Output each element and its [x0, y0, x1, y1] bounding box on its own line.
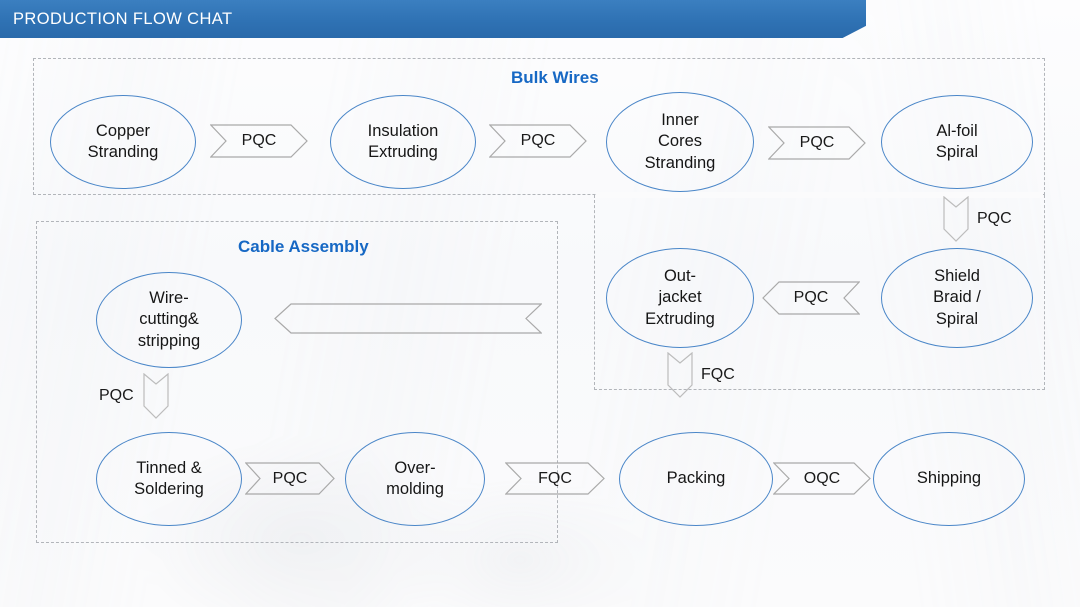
chevron-down-icon — [943, 196, 969, 242]
node-line: Insulation — [367, 121, 439, 140]
node-line: Stranding — [87, 143, 159, 161]
node-line: Tinned & — [136, 458, 202, 477]
arrow-label: PQC — [799, 134, 835, 151]
chevron-left-icon — [762, 281, 860, 315]
node-line: Inner — [661, 111, 699, 130]
header-banner: PRODUCTION FLOW CHAT — [0, 0, 866, 38]
arrow-wirecut-to-tinned[interactable]: PQC — [99, 373, 169, 419]
node-line: Soldering — [134, 480, 204, 498]
chevron-down-icon — [667, 352, 693, 398]
chevron-right-icon — [505, 462, 605, 495]
arrow-outjacket-to-packing[interactable]: FQC — [667, 352, 735, 398]
chevron-right-icon — [489, 124, 587, 158]
chevron-down-icon — [143, 373, 169, 419]
node-line: Braid / — [933, 288, 981, 307]
arrow-label: PQC — [793, 289, 829, 306]
node-over-molding[interactable]: Over- molding — [345, 432, 485, 526]
node-copper-stranding[interactable]: Copper Stranding — [50, 95, 196, 189]
node-line: Shipping — [916, 469, 982, 488]
group-label-bulk-wires: Bulk Wires — [511, 68, 599, 87]
arrow-copper-to-insulation[interactable]: PQC — [210, 124, 308, 158]
arrow-label: PQC — [99, 387, 134, 404]
node-line: Wire- — [149, 289, 189, 308]
arrow-alfoil-to-shield[interactable]: PQC — [943, 196, 1012, 242]
chevron-left-icon — [274, 303, 542, 334]
arrow-label: PQC — [977, 210, 1012, 227]
node-shipping[interactable]: Shipping — [873, 432, 1025, 526]
group-label-cable-assembly: Cable Assembly — [238, 237, 369, 256]
node-al-foil-spiral[interactable]: Al-foil Spiral — [881, 95, 1033, 189]
arrow-assembly-return[interactable] — [274, 303, 542, 334]
arrow-label: PQC — [241, 132, 277, 149]
node-insulation-extruding[interactable]: Insulation Extruding — [330, 95, 476, 189]
node-wire-cutting-stripping[interactable]: Wire- cutting& stripping — [96, 272, 242, 368]
node-line: stripping — [137, 331, 201, 350]
arrow-insulation-to-inner[interactable]: PQC — [489, 124, 587, 158]
node-line: Spiral — [935, 143, 979, 161]
arrow-shield-to-outjacket[interactable]: PQC — [762, 281, 860, 315]
arrow-label: FQC — [538, 469, 572, 487]
node-line: Out- — [663, 267, 697, 286]
chevron-right-icon — [245, 462, 335, 495]
group-bulk-wires-bottom — [594, 195, 1045, 390]
arrow-inner-to-alfoil[interactable]: PQC — [768, 126, 866, 160]
node-line: Spiral — [935, 309, 979, 328]
node-line: jacket — [658, 288, 702, 307]
chevron-right-icon — [210, 124, 308, 158]
node-packing[interactable]: Packing — [619, 432, 773, 526]
arrow-label: PQC — [272, 469, 308, 487]
node-line: Packing — [666, 469, 726, 488]
arrow-tinned-to-overmolding[interactable]: PQC — [245, 462, 335, 495]
chevron-right-icon — [773, 462, 871, 495]
node-line: Al-foil — [936, 121, 978, 140]
page-title: PRODUCTION FLOW CHAT — [13, 9, 233, 28]
arrow-label: FQC — [701, 366, 735, 383]
node-line: Extruding — [368, 143, 438, 161]
node-line: cutting& — [139, 310, 199, 329]
arrow-label: OQC — [803, 469, 841, 487]
arrow-packing-to-shipping[interactable]: OQC — [773, 462, 871, 495]
group-bulk-wires-top — [33, 58, 1045, 195]
node-line: Over- — [394, 458, 436, 477]
node-line: Cores — [657, 132, 702, 151]
group-bulk-wires-seam — [596, 192, 1043, 198]
node-inner-cores-stranding[interactable]: Inner Cores Stranding — [606, 92, 754, 192]
node-shield-braid-spiral[interactable]: Shield Braid / Spiral — [881, 248, 1033, 348]
node-line: Extruding — [645, 309, 715, 328]
node-line: Copper — [95, 121, 151, 140]
arrow-label: PQC — [520, 132, 556, 149]
chevron-right-icon — [768, 126, 866, 160]
arrow-overmolding-to-packing[interactable]: FQC — [505, 462, 605, 495]
node-line: molding — [386, 480, 444, 498]
node-out-jacket-extruding[interactable]: Out- jacket Extruding — [606, 248, 754, 348]
node-line: Stranding — [644, 153, 716, 172]
node-line: Shield — [934, 267, 980, 286]
node-tinned-soldering[interactable]: Tinned & Soldering — [96, 432, 242, 526]
group-cable-assembly — [36, 221, 558, 543]
